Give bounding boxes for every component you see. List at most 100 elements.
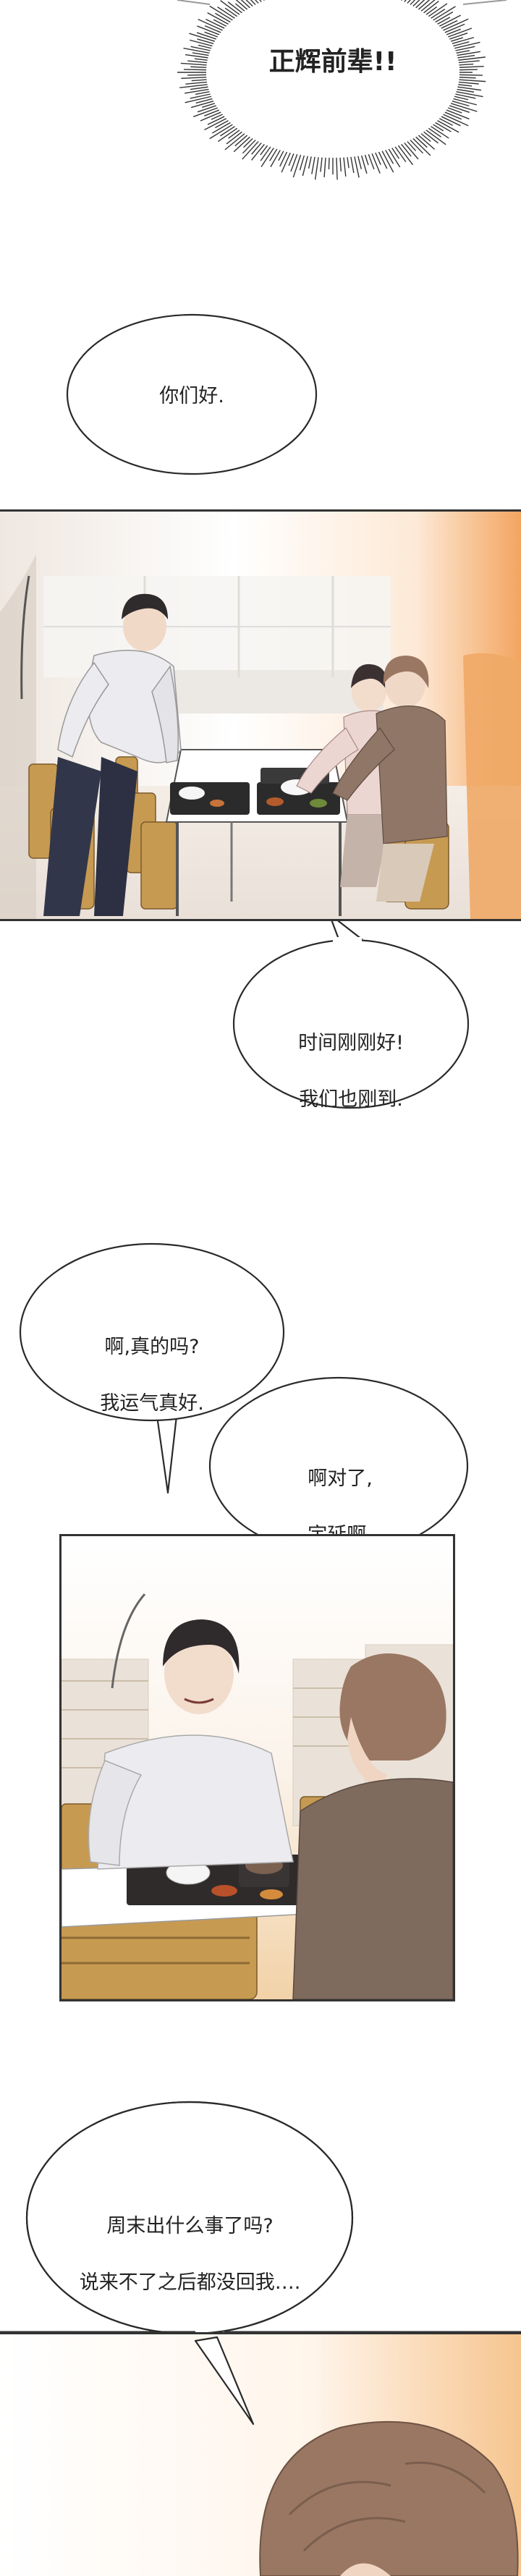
burst-spike [323,157,326,178]
burst-spike [181,77,207,80]
burst-spike [444,23,465,33]
burst-spike [459,77,476,79]
burst-spike [226,131,242,145]
burst-spike [192,107,219,117]
just-in-time-text: 时间刚刚好! 我们也刚到. [264,1001,438,1143]
burst-spike [394,146,407,163]
burst-spike [401,0,403,1]
burst-spike [224,133,245,151]
burst-spike [185,54,208,59]
burst-spike [364,154,369,166]
standing-man-figure [43,593,182,916]
burst-spike [391,147,400,159]
burst-spike [281,152,291,173]
burst-spike [184,69,207,71]
burst-spike [431,9,446,19]
burst-spike [418,135,436,150]
weekend-text: 周末出什么事了吗? 说来不了之后都没回我…. [51,2184,329,2326]
burst-spike [194,58,208,61]
burst-spike [185,81,208,85]
burst-spike [456,91,483,98]
burst-spike [260,145,268,156]
burst-spike [220,126,235,137]
burst-spike [412,137,431,156]
burst-spike [336,157,338,180]
burst-spike [378,151,388,169]
burst-spike [311,156,315,174]
burst-spike [260,146,271,161]
burst-spike [437,17,451,25]
burst-spike [420,0,436,12]
burst-spike [269,148,278,161]
burst-spike [228,130,240,139]
burst-spike [213,19,227,27]
burst-spike [190,86,208,90]
burst-spike [407,140,417,151]
burst-spike [425,130,446,145]
burst-spike [242,140,259,160]
burst-spike [459,66,484,68]
burst-spike [433,6,456,21]
burst-spike [401,143,412,157]
burst-spike [197,38,214,45]
burst-spike [220,0,240,15]
burst-spike [428,127,442,137]
burst-spike [243,137,253,148]
burst-spike [447,107,462,114]
burst-spike [251,143,265,161]
shout-text: 正辉前辈!! [268,47,397,77]
burst-spike [449,105,470,113]
burst-spike [242,139,256,154]
burst-spike [215,119,229,129]
burst-spike [457,51,480,56]
lucky-line-1: 啊,真的吗? [104,1336,200,1359]
burst-spike [190,100,214,109]
cafeteria-panel-border-top [0,509,521,512]
burst-spike [385,149,394,164]
burst-spike [195,98,213,104]
burst-spike [428,3,448,17]
burst-spike [204,109,220,116]
cafeteria-scene [0,511,521,920]
cafeteria-panel-border-bottom [0,919,521,921]
burst-spike [420,133,431,143]
burst-spike [443,114,469,127]
burst-spike [185,88,209,94]
burst-spike [211,114,223,120]
burst-spike [457,54,475,59]
burst-spike [450,37,464,42]
burst-spike [454,96,469,101]
burst-spike [215,12,231,23]
burst-spike [251,142,262,155]
burst-spike [457,88,475,93]
burst-spike [320,157,323,172]
burst-spike [217,7,235,19]
burst-spike [433,124,444,132]
burst-spike [233,136,250,153]
cafeteria-panel [0,511,521,920]
burst-spike [453,41,470,47]
burst-spike [397,145,414,166]
burst-spike [431,126,449,139]
burst-spike [185,96,212,103]
lucky-bubble [19,1242,285,1494]
burst-spike [447,27,473,38]
burst-spike [187,60,208,64]
burst-spike [179,84,208,88]
smiling-man-figure [88,1619,294,1870]
burst-spike [240,0,250,9]
burst-spike [235,0,248,10]
burst-spike [204,118,227,130]
burst-spike [458,81,479,85]
burst-spike [279,151,288,167]
burst-spike [453,98,477,106]
burst-spike [209,124,233,140]
burst-spike [308,156,312,169]
brown-hair-man-back-figure [292,1653,453,1999]
burst-spike [407,0,411,4]
weekend-line-1: 周末出什么事了吗? [106,2215,274,2238]
burst-spike [292,154,302,178]
burst-spike [435,122,452,132]
burst-spike [347,157,350,169]
burst-spike [209,5,233,21]
